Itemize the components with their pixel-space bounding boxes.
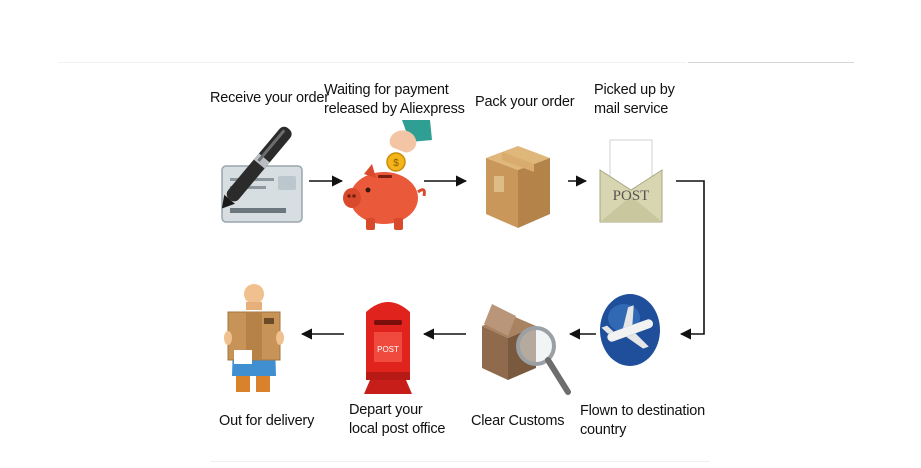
bottom-divider-line bbox=[210, 461, 710, 462]
svg-text:$: $ bbox=[393, 158, 399, 169]
box-magnifier-icon bbox=[482, 304, 571, 395]
step-label-pack-order: Pack your order bbox=[475, 94, 575, 110]
step-label-waiting-payment: Waiting for payment released by Aliexpre… bbox=[324, 82, 465, 117]
step-label-out-for-delivery: Out for delivery bbox=[219, 413, 315, 429]
post-envelope-icon: POST bbox=[599, 139, 663, 223]
step-label-flown-destination: Flown to destination country bbox=[580, 403, 705, 438]
step-label-picked-up: Picked up by mail service bbox=[594, 82, 675, 117]
step-label-depart-post-office: Depart your local post office bbox=[349, 402, 446, 437]
airplane-globe-icon bbox=[600, 294, 660, 366]
arrow-step4-to-step5 bbox=[676, 180, 705, 340]
credit-card-pen-icon bbox=[221, 126, 303, 223]
top-right-divider-line bbox=[688, 62, 854, 63]
cardboard-box-icon bbox=[486, 146, 550, 228]
step-label-receive-order: Receive your order bbox=[210, 90, 329, 106]
svg-text:POST: POST bbox=[613, 188, 650, 204]
svg-text:POST: POST bbox=[377, 345, 399, 354]
delivery-man-icon bbox=[224, 284, 284, 392]
mailbox-icon: POST bbox=[364, 302, 412, 394]
step-label-clear-customs: Clear Customs bbox=[471, 413, 565, 429]
top-divider-line bbox=[58, 62, 686, 63]
piggy-bank-coin-icon: $ bbox=[343, 120, 432, 230]
